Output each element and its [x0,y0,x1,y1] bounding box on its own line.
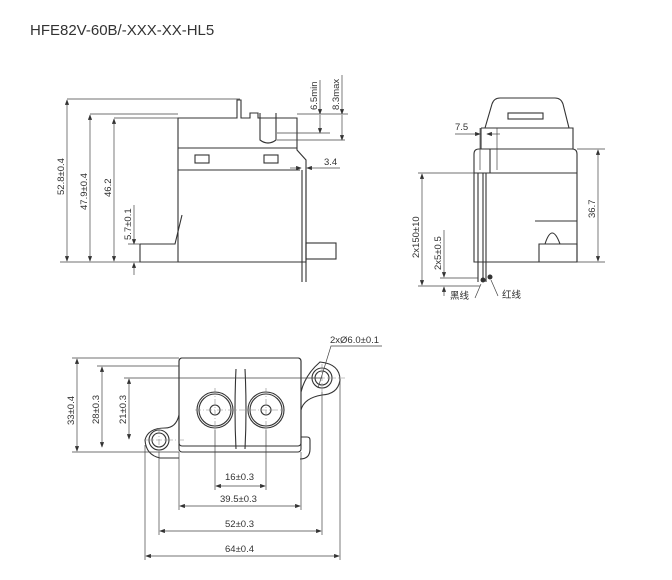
red-wire-label: 红线 [502,289,522,301]
dim-3-4: 3.4 [324,157,337,168]
dim-52: 52±0.3 [225,519,254,530]
dim-64: 64±0.4 [225,544,254,555]
dim-39-5: 39.5±0.3 [220,494,257,505]
dim-36-7: 36.7 [587,200,598,219]
dim-33: 33±0.4 [66,396,77,425]
dim-2x5: 2x5±0.5 [433,236,444,270]
dim-6-5-min: 6.5min [309,81,320,110]
bottom-view: 2xØ6.0±0.1 33±0.4 28±0.3 21±0.3 16±0.3 3… [66,335,382,560]
dim-21: 21±0.3 [118,395,129,424]
dim-2x150: 2x150±10 [411,216,422,258]
dim-5-7: 5.7±0.1 [123,208,134,240]
end-view: 7.5 36.7 2x150±10 2x5±0.5 黑线 红线 [411,97,605,302]
dim-47-9: 47.9±0.4 [79,173,90,210]
dim-52-8: 52.8±0.4 [56,158,67,195]
dim-28: 28±0.3 [91,395,102,424]
side-view: 52.8±0.4 47.9±0.4 46.2 5.7±0.1 6.5min 8.… [56,75,348,282]
hole-diameter-dim: 2xØ6.0±0.1 [330,335,379,346]
dim-7-5: 7.5 [455,122,468,133]
part-number-title: HFE82V-60B/-XXX-XX-HL5 [30,22,215,39]
black-wire-label: 黑线 [450,290,470,302]
dim-8-3-max: 8.3max [331,79,342,110]
dim-46-2: 46.2 [103,179,114,198]
dim-16: 16±0.3 [225,472,254,483]
